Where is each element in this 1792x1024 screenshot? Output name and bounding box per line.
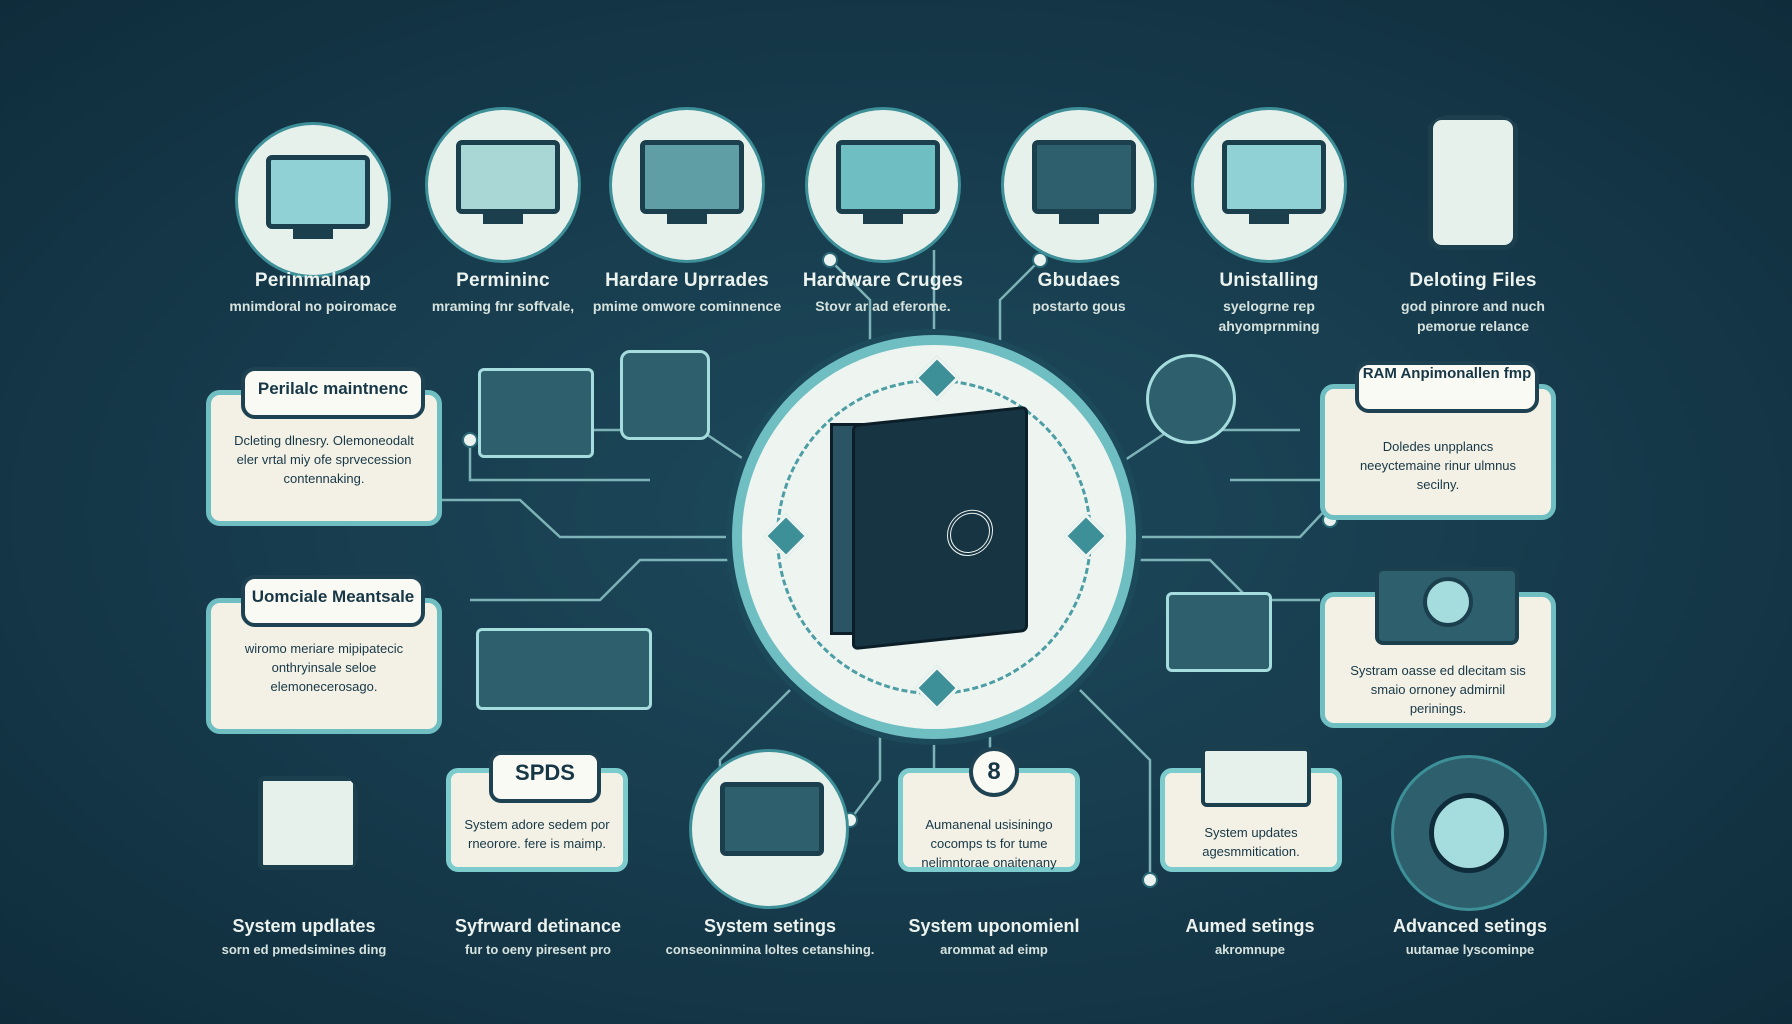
top-title-5: Gbudaes [1037,270,1121,291]
left-card-1-title: Perilalc maintnenc [241,367,425,419]
top-icon-memory-check [808,110,958,260]
left-card-2-desc: wiromo meriare mipipatecic onthryinsale … [244,641,404,694]
bottom-title-1: System updlates [232,916,376,936]
bottom-sub-6: uutamae lyscominpe [1405,942,1535,957]
bottom-card-updates-desc: System updates agesmmitication. [1202,825,1300,859]
right-card-2: Systram oasse ed dlecitam sis smaio orno… [1320,567,1556,728]
bottom-title-5: Aumed setings [1185,916,1315,936]
bottom-sub-3: conseoninmina loltes cetanshing. [665,942,875,957]
bottom-card-updates: System updates agesmmitication. [1160,747,1342,872]
top-sub-3: pmime omwore cominnence [592,298,782,314]
top-icon-phone [1398,110,1548,260]
top-title-1: Perinmalnap [254,270,372,291]
top-title-3: Hardare Uprrades [605,270,769,291]
bottom-sub-5: akromnupe [1214,942,1286,957]
top-sub-5: postarto gous [1032,298,1126,314]
top-icon-ram [612,110,762,260]
gpu-fan-icon [1375,567,1519,645]
folder-icon [1201,747,1311,807]
bottom-title-4: System uponomienl [908,916,1080,936]
bottom-title-6: Advanced setings [1392,916,1548,936]
bottom-card-8: 8 Aumanenal usisiningo cocomps ts for tu… [898,747,1080,872]
right-card-2-desc: Systram oasse ed dlecitam sis smaio orno… [1350,663,1526,716]
bottom-card-8-desc: Aumanenal usisiningo cocomps ts for tume… [921,817,1057,870]
top-sub-2: mraming fnr soffvale, [431,298,575,314]
monitor-chip-icon [1166,592,1272,672]
gpu-card-icon [476,628,652,710]
top-icon-keyboard [428,110,578,260]
bottom-card-8-badge: 8 [969,747,1019,797]
bottom-card-spds-badge: SPDS [489,751,601,803]
top-icon-chips [1004,110,1154,260]
right-card-1-desc: Doledes unpplancs neeyctemaine rinur ulm… [1359,439,1517,492]
pc-tower-icon [852,405,1028,651]
bottom-icon-motherboard [692,752,846,906]
bottom-title-3: System setings [703,916,837,936]
top-sub-7: god pinrore and nuch pemorue relance [1401,298,1545,334]
top-title-6: Unistalling [1219,270,1319,291]
right-card-1: RAM Anpimonallen fmp Doledes unpplancs n… [1320,361,1556,520]
top-sub-6: syelogrne rep ahyomprnming [1218,298,1320,334]
bottom-icon-fan [1394,758,1544,908]
top-icon-uninstall [1194,110,1344,260]
top-title-2: Permininc [456,270,550,291]
bottom-icon-window [238,760,368,890]
video-chip-icon [478,368,594,458]
top-sub-1: mnimdoral no poiromace [229,298,397,314]
left-card-2-title: Uomciale Meantsale [241,575,425,627]
right-card-1-title: RAM Anpimonallen fmp [1355,361,1539,413]
bottom-title-2: Syfrward detinance [454,916,622,936]
top-title-7: Deloting Files [1409,270,1537,291]
bottom-sub-2: fur to oeny piresent pro [465,942,611,957]
bottom-sub-1: sorn ed pmedsimines ding [221,942,387,957]
top-icon-monitor [238,125,388,275]
left-card-1-desc: Dcleting dlnesry. Olemoneodalt eler vrta… [234,433,414,486]
fan-chip-icon [620,350,710,440]
bottom-card-spds: SPDS System adore sedem por rneorore. fe… [446,751,628,872]
gear-icon [1146,354,1236,444]
left-card-2: Uomciale Meantsale wiromo meriare mipipa… [206,575,442,734]
top-title-4: Hardware Cruges [802,270,964,291]
left-card-1: Perilalc maintnenc Dcleting dlnesry. Ole… [206,367,442,526]
bottom-card-spds-desc: System adore sedem por rneorore. fere is… [464,817,610,851]
top-sub-4: Stovr ar ad eferome. [815,298,951,314]
bottom-sub-4: arommat ad eimp [940,942,1048,957]
